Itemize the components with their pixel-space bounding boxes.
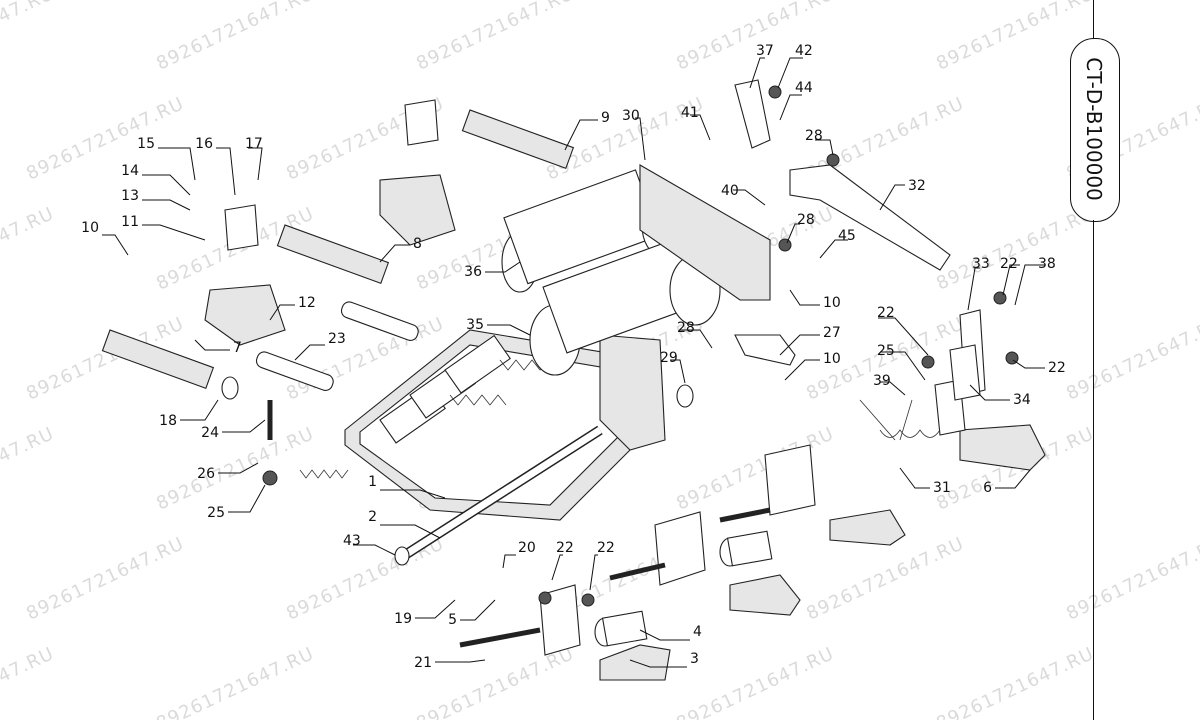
frame-line-right [1093, 220, 1094, 720]
watermark-text: 89261721647.RU [153, 423, 317, 514]
callout-14: 14 [121, 163, 139, 179]
callout-28b: 28 [805, 128, 823, 144]
callout-6: 6 [983, 480, 992, 496]
callout-18: 18 [159, 413, 177, 429]
callout-31: 31 [933, 480, 951, 496]
callout-10c: 10 [81, 220, 99, 236]
callout-41: 41 [681, 105, 699, 121]
callout-11: 11 [121, 214, 139, 230]
callout-38: 38 [1038, 256, 1056, 272]
watermark-text: 89261721647.RU [23, 533, 187, 624]
callout-10b: 10 [823, 351, 841, 367]
callout-27: 27 [823, 325, 841, 341]
parts-artwork [101, 79, 1046, 681]
drawing-code-box [1070, 38, 1120, 222]
callout-15: 15 [137, 136, 155, 152]
callout-16: 16 [195, 136, 213, 152]
callout-8: 8 [413, 236, 422, 252]
callout-22a: 22 [556, 540, 574, 556]
callout-45: 45 [838, 228, 856, 244]
callout-22d: 22 [1000, 256, 1018, 272]
callout-34: 34 [1013, 392, 1031, 408]
watermark-text: 89261721647.RU [0, 423, 57, 514]
callout-9: 9 [601, 110, 610, 126]
callout-labels: 1 2 3 4 5 6 7 8 9 10 10 10 11 12 13 14 1… [81, 43, 1066, 671]
callout-28c: 28 [797, 212, 815, 228]
watermark-text: 89261721647.RU [933, 203, 1097, 294]
watermark-text: 89261721647.RU [803, 533, 967, 624]
callout-33: 33 [972, 256, 990, 272]
callout-39: 39 [873, 373, 891, 389]
watermark-text: 89261721647.RU [1063, 313, 1200, 404]
watermark-text: 89261721647.RU [23, 93, 187, 184]
callout-43: 43 [343, 533, 361, 549]
callout-35: 35 [466, 317, 484, 333]
watermark-text: 89261721647.RU [0, 203, 57, 294]
watermark-text: 89261721647.RU [413, 0, 577, 75]
callout-22c: 22 [877, 305, 895, 321]
callout-25a: 25 [207, 505, 225, 521]
callout-37: 37 [756, 43, 774, 59]
callout-23: 23 [328, 331, 346, 347]
callout-21: 21 [414, 655, 432, 671]
frame-line-top [1093, 0, 1094, 38]
callout-42: 42 [795, 43, 813, 59]
watermark-text: 89261721647.RU [673, 0, 837, 75]
callout-10a: 10 [823, 295, 841, 311]
callout-7: 7 [233, 340, 242, 356]
callout-4: 4 [693, 624, 702, 640]
callout-20: 20 [518, 540, 536, 556]
watermark-text: 89261721647.RU [153, 0, 317, 75]
callout-22e: 22 [1048, 360, 1066, 376]
watermark-text: 89261721647.RU [413, 643, 577, 720]
watermark-text: 89261721647.RU [0, 643, 57, 720]
callout-22b: 22 [597, 540, 615, 556]
callout-36: 36 [464, 264, 482, 280]
watermark-text: 89261721647.RU [1063, 533, 1200, 624]
callout-19: 19 [394, 611, 412, 627]
callout-2: 2 [368, 509, 377, 525]
watermark-text: 89261721647.RU [933, 643, 1097, 720]
callout-25b: 25 [877, 343, 895, 359]
callout-17: 17 [245, 136, 263, 152]
callout-12: 12 [298, 295, 316, 311]
callout-30: 30 [622, 108, 640, 124]
watermark-text: 89261721647.RU [153, 643, 317, 720]
callout-26: 26 [197, 466, 215, 482]
drawing-code: CT-D-B100000 [1082, 57, 1106, 201]
callout-44: 44 [795, 80, 813, 96]
callout-5: 5 [448, 612, 457, 628]
callout-28a: 28 [677, 320, 695, 336]
callout-29: 29 [660, 350, 678, 366]
callout-24: 24 [201, 425, 219, 441]
watermark-text: 89261721647.RU [0, 0, 57, 75]
callout-1: 1 [368, 474, 377, 490]
callout-32: 32 [908, 178, 926, 194]
callout-3: 3 [690, 651, 699, 667]
callout-13: 13 [121, 188, 139, 204]
callout-40: 40 [721, 183, 739, 199]
leader-lines [102, 57, 1045, 668]
